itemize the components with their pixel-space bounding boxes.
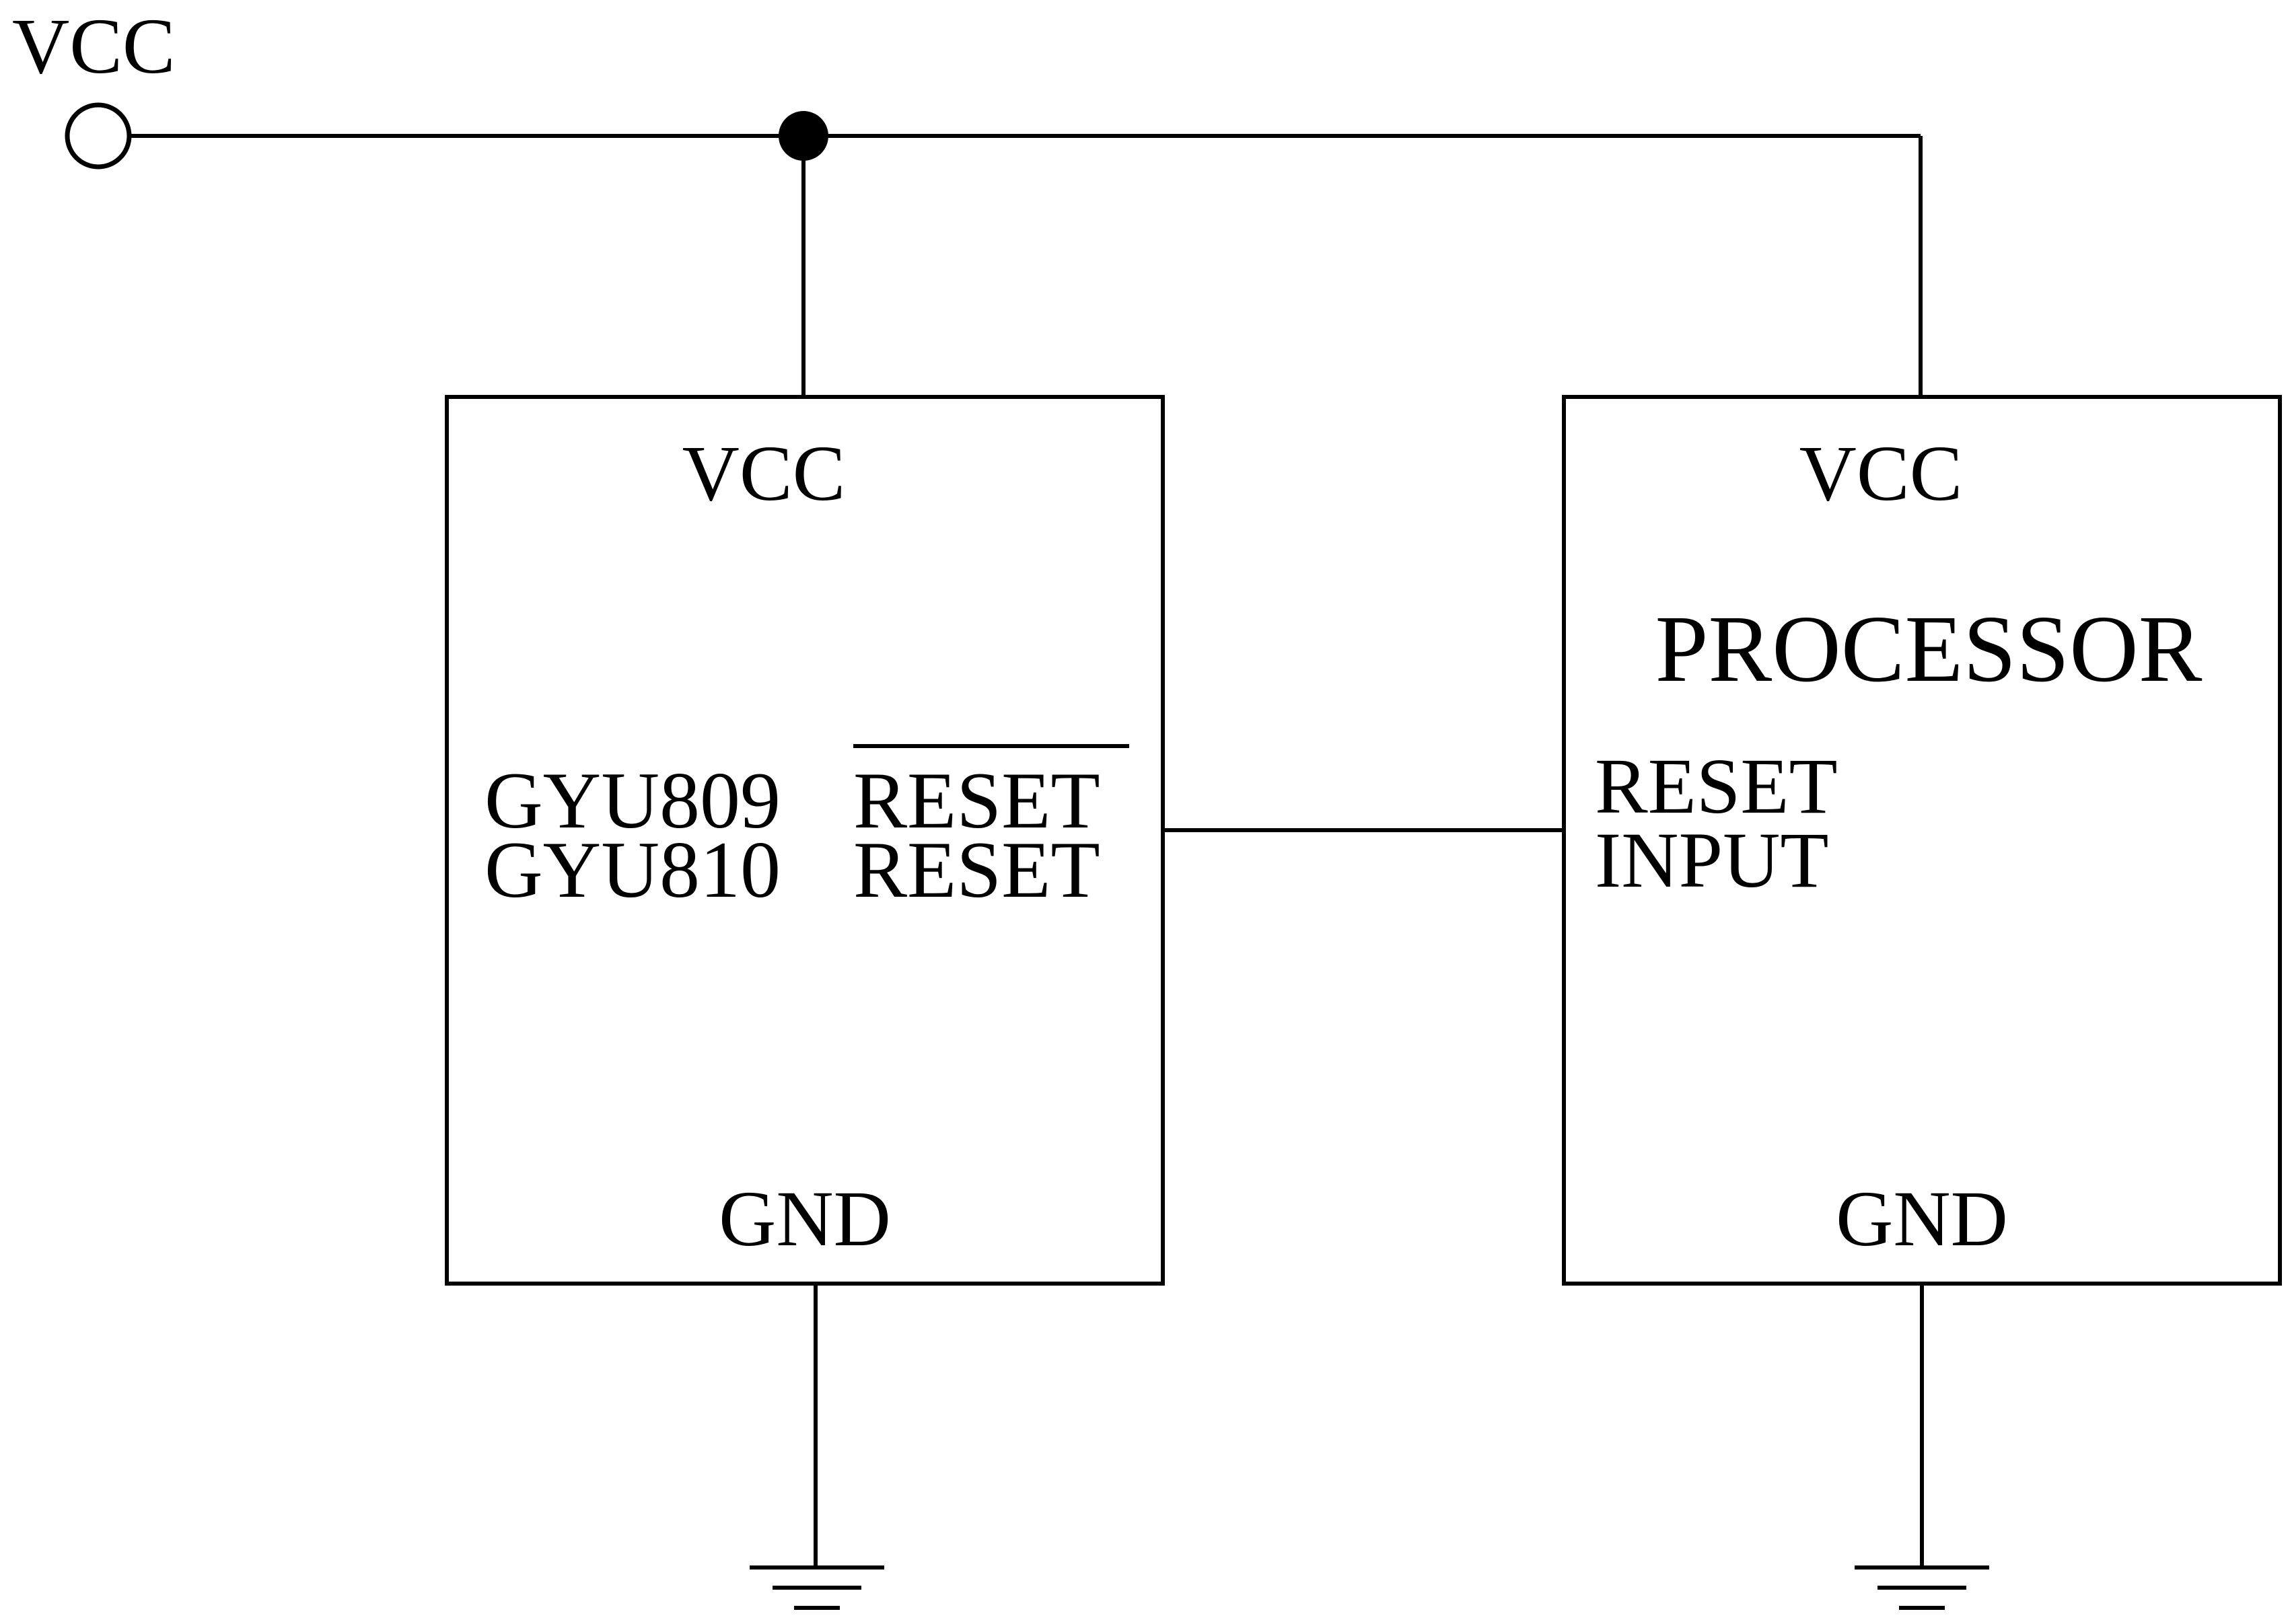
supply-vcc-label: VCC <box>12 2 176 90</box>
processor-title: PROCESSOR <box>1655 595 2203 702</box>
ground-symbol-processor <box>1855 1565 1989 1610</box>
supervisor-part-1: GYU809 <box>485 755 781 845</box>
supervisor-vcc-pin: VCC <box>682 429 846 517</box>
supervisor-box <box>445 395 1165 1286</box>
processor-reset-label: RESET <box>1595 742 1838 830</box>
processor-gnd-pin: GND <box>1836 1175 2008 1263</box>
processor-input-label: INPUT <box>1595 816 1828 904</box>
processor-vcc-pin: VCC <box>1799 429 1963 517</box>
processor-ic: VCC PROCESSOR RESET INPUT GND <box>1562 395 2282 1286</box>
supervisor-reset-active-low: RESET <box>853 755 1100 845</box>
supervisor-part-2: GYU810 <box>485 825 781 914</box>
supervisor-gnd-pin: GND <box>719 1175 891 1263</box>
supervisor-ic: VCC GYU809 RESET GYU810 RESET GND <box>445 395 1165 1286</box>
ground-symbol-supervisor <box>750 1565 884 1610</box>
supply-terminal <box>65 102 132 170</box>
supervisor-reset-active-high: RESET <box>853 825 1100 914</box>
